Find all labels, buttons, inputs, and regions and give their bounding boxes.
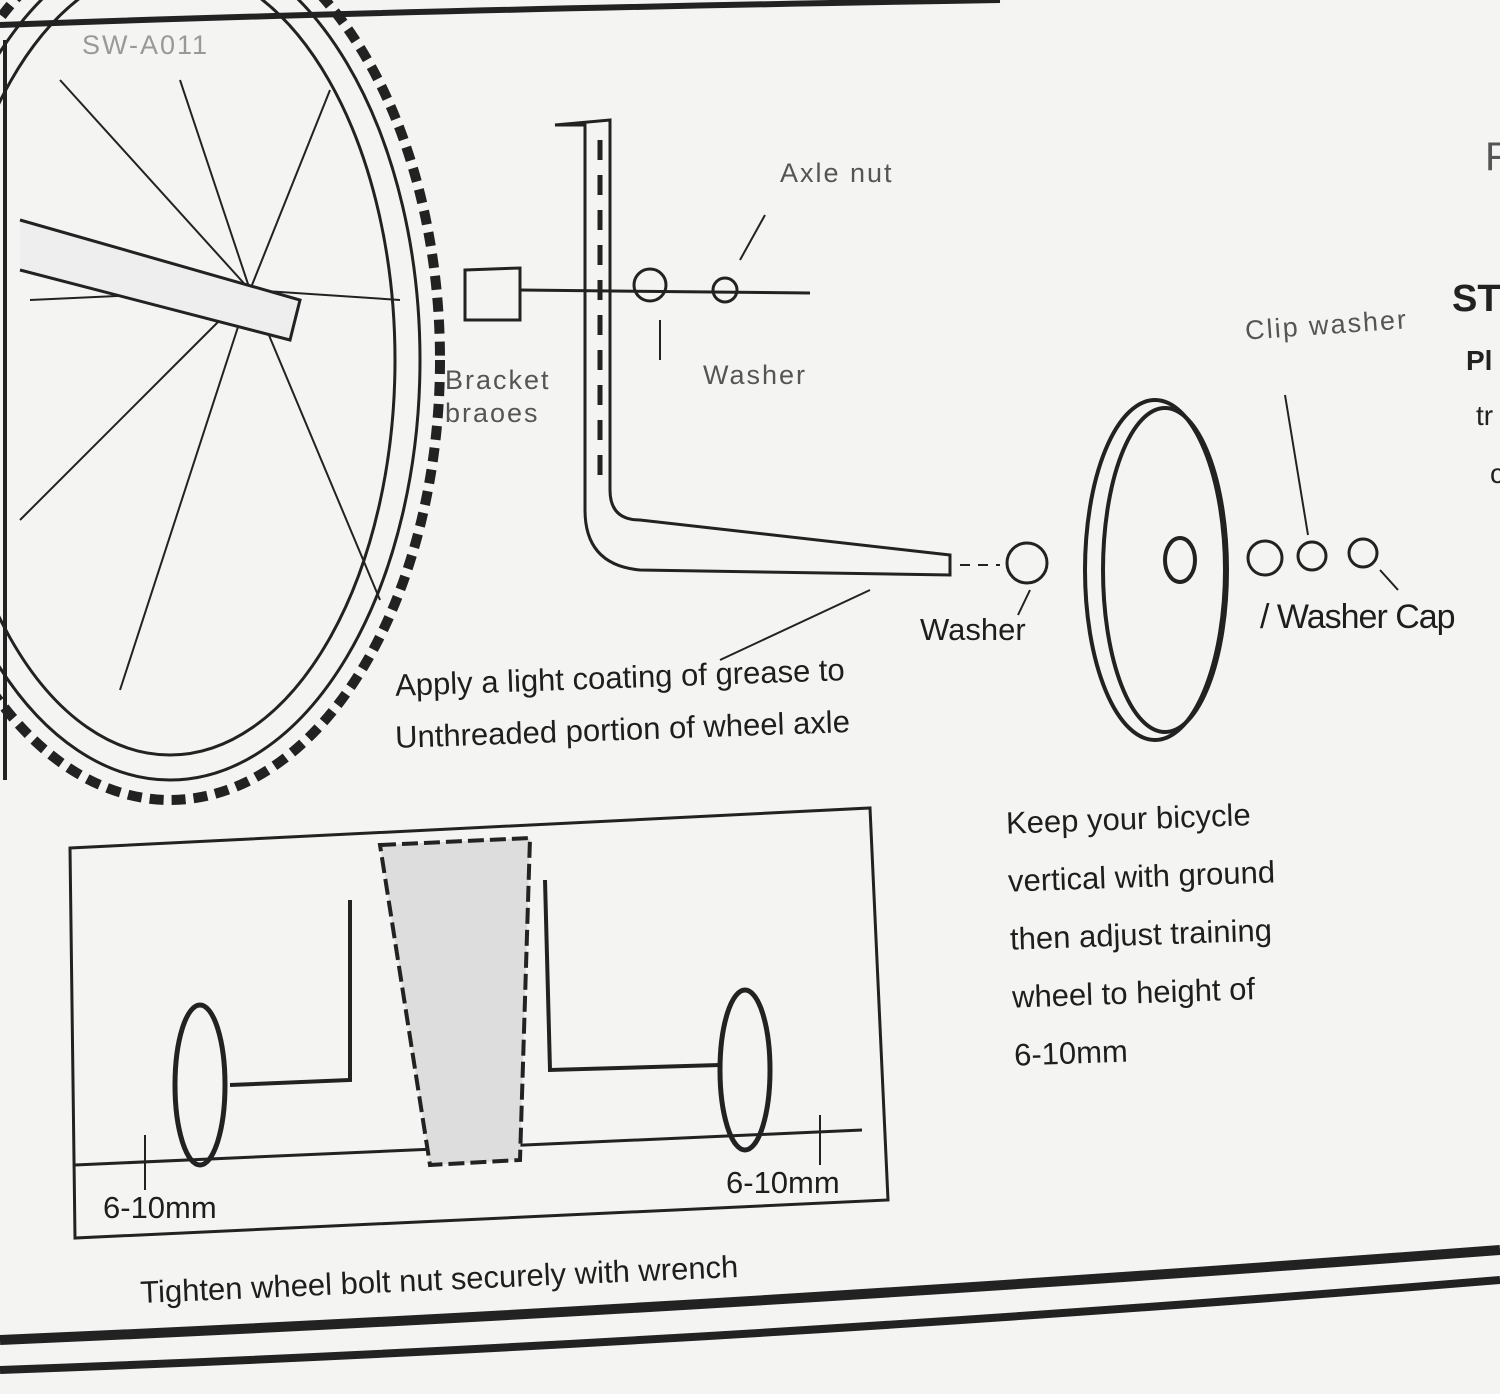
bracket [463, 118, 952, 577]
partial-heading-st: ST [1452, 278, 1500, 320]
label-washer-top: Washer [703, 360, 808, 390]
bottom-border-1 [0, 1245, 1500, 1345]
instruction-line: Keep your bicycle [1005, 797, 1252, 841]
left-bracket [229, 900, 352, 1087]
instruction-line: vertical with ground [1007, 854, 1276, 899]
bottom-border-2 [0, 1276, 1500, 1374]
instruction-line: 6-10mm [1013, 1033, 1129, 1073]
instruction-line: then adjust training [1009, 912, 1273, 957]
label-washer-bottom: Washer [920, 612, 1026, 647]
washer-bottom-part [1005, 541, 1049, 585]
height-diagram-frame [68, 806, 890, 1240]
bicycle-wheel [0, 0, 445, 805]
training-wheel [1083, 398, 1229, 742]
label-bracket-1: Bracket [445, 365, 551, 395]
washer-part [1246, 539, 1284, 577]
clip-washer-part [1296, 540, 1328, 572]
left-height-label: 6-10mm [103, 1190, 217, 1225]
partial-heading-f: F [1485, 135, 1500, 179]
vertical-instructions: Keep your bicycle vertical with ground t… [1005, 785, 1282, 1084]
washer-top-part [632, 267, 668, 303]
rear-tire [377, 835, 533, 1168]
label-washer-cap: / Washer Cap [1260, 598, 1456, 636]
partial-text-pl: Pl [1466, 345, 1493, 376]
left-training-wheel [172, 1002, 228, 1168]
top-border [0, 0, 1001, 28]
partial-text-tr: tr [1476, 400, 1494, 431]
label-axle-nut: Axle nut [780, 158, 894, 188]
model-code: SW-A011 [82, 30, 210, 60]
right-bracket [543, 879, 721, 1073]
partial-text-c: c [1490, 458, 1500, 489]
right-training-wheel [717, 987, 773, 1153]
instruction-line: wheel to height of [1011, 971, 1256, 1015]
axle-nut-part [711, 276, 739, 304]
right-height-label: 6-10mm [726, 1165, 840, 1200]
washer-cap-part [1347, 537, 1379, 569]
label-bracket-2: braoes [445, 398, 540, 428]
